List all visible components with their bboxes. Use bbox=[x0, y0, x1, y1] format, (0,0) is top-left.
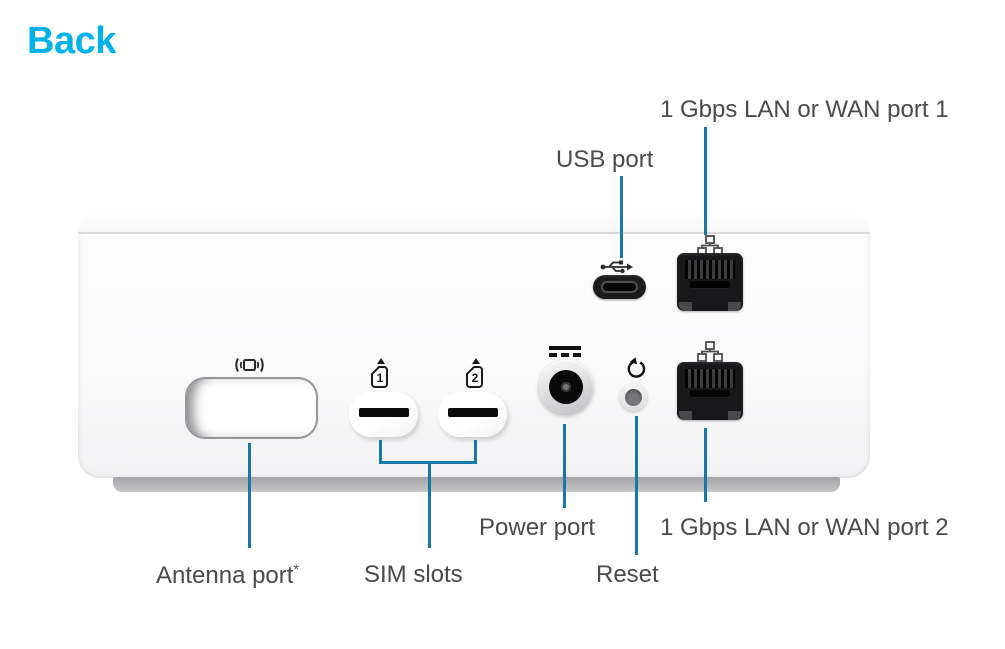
leader-line-power bbox=[563, 424, 566, 508]
power-port-barrel bbox=[549, 370, 583, 404]
antenna-signal-icon bbox=[230, 355, 268, 375]
sim1-number: 1 bbox=[377, 371, 384, 385]
leader-line-lan2 bbox=[704, 428, 707, 502]
ethernet-network-icon bbox=[697, 235, 723, 256]
label-antenna-port-asterisk: * bbox=[293, 561, 299, 577]
ethernet-port-1-foot-left bbox=[679, 302, 692, 311]
ethernet-port-1-latch bbox=[690, 281, 730, 289]
reset-button bbox=[620, 384, 647, 411]
ethernet-port-2-foot-left bbox=[679, 411, 692, 420]
sim-card-2-icon: 2 bbox=[465, 357, 487, 390]
label-usb-port: USB port bbox=[556, 146, 654, 173]
ethernet-port-2-foot-right bbox=[728, 411, 741, 420]
usb-c-port-slot bbox=[601, 281, 638, 293]
page-title: Back bbox=[27, 20, 116, 62]
power-port-jack bbox=[539, 360, 593, 414]
label-lan1: 1 Gbps LAN or WAN port 1 bbox=[660, 96, 949, 123]
leader-line-reset bbox=[635, 416, 638, 555]
device-base-stand bbox=[113, 477, 840, 492]
dc-power-icon bbox=[549, 346, 581, 350]
sim-card-1-icon: 1 bbox=[370, 357, 392, 390]
leader-line-sim1 bbox=[379, 440, 382, 464]
leader-line-usb bbox=[620, 176, 623, 258]
label-lan2: 1 Gbps LAN or WAN port 2 bbox=[660, 514, 949, 541]
ethernet-port-1 bbox=[677, 253, 743, 311]
usb-trident-icon bbox=[600, 258, 633, 274]
ethernet-port-2 bbox=[677, 362, 743, 420]
leader-line-sim-stem bbox=[428, 461, 431, 548]
ethernet-port-1-pins bbox=[685, 260, 735, 279]
label-power-port: Power port bbox=[479, 514, 596, 541]
reset-circular-arrow-icon bbox=[625, 357, 648, 380]
label-reset: Reset bbox=[596, 561, 659, 588]
sim2-number: 2 bbox=[472, 371, 479, 385]
device-top-edge bbox=[78, 212, 870, 234]
usb-c-port bbox=[593, 275, 646, 299]
reset-button-recess bbox=[625, 389, 642, 406]
leader-line-antenna bbox=[248, 443, 251, 548]
label-antenna-port: Antenna port* bbox=[156, 561, 299, 590]
sim-slot-1-opening bbox=[359, 408, 409, 417]
dc-power-icon-dashes bbox=[549, 353, 581, 357]
ethernet-network-icon bbox=[697, 341, 723, 362]
leader-line-lan1 bbox=[704, 127, 707, 235]
label-antenna-port-text: Antenna port bbox=[156, 562, 294, 589]
router-back-panel bbox=[78, 212, 870, 478]
leader-line-sim2 bbox=[474, 440, 477, 464]
ethernet-port-2-latch bbox=[690, 390, 730, 398]
ethernet-port-2-pins bbox=[685, 369, 735, 388]
label-sim-slots: SIM slots bbox=[364, 561, 463, 588]
antenna-port-cover bbox=[185, 377, 318, 439]
ethernet-port-1-foot-right bbox=[728, 302, 741, 311]
power-port-pin bbox=[561, 382, 571, 392]
sim-slot-2-opening bbox=[448, 408, 498, 417]
